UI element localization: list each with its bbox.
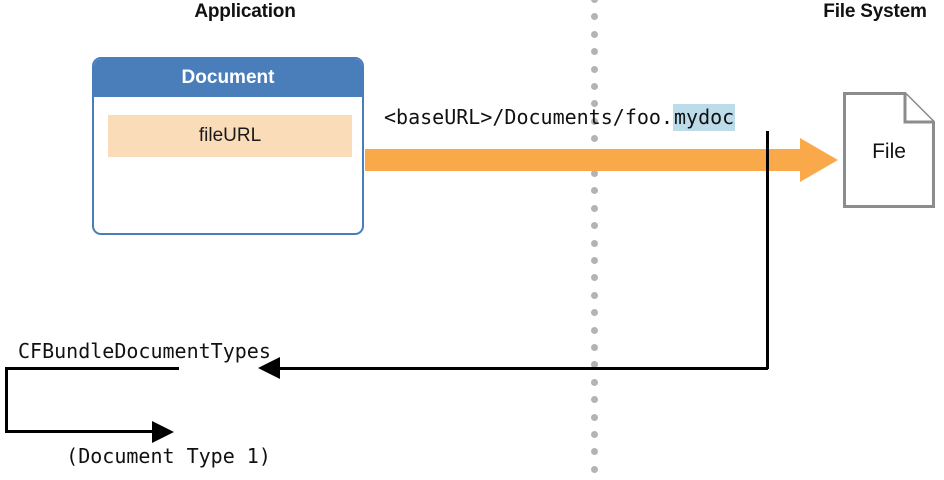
loop-connector-arrowhead-icon bbox=[152, 421, 174, 443]
divider-dot bbox=[591, 187, 598, 195]
plist-line-cfbundledocumenttypes: CFBundleDocumentTypes bbox=[18, 339, 271, 363]
divider-dot bbox=[591, 291, 598, 299]
file-icon-label: File bbox=[872, 140, 906, 163]
divider-dot bbox=[591, 344, 598, 351]
divider-dot bbox=[591, 0, 598, 3]
divider-dot bbox=[591, 257, 598, 264]
orange-arrow-shaft bbox=[365, 149, 802, 171]
file-path-text: <baseURL>/Documents/foo.mydoc bbox=[384, 103, 736, 131]
connector-vertical-from-path bbox=[766, 131, 769, 369]
divider-dot bbox=[591, 431, 598, 438]
divider-dot bbox=[591, 465, 598, 473]
dotted-divider bbox=[591, 0, 599, 480]
divider-dot bbox=[591, 326, 598, 334]
divider-dot bbox=[591, 65, 598, 73]
file-path-extension-highlight: mydoc bbox=[672, 104, 736, 131]
divider-dot bbox=[591, 170, 598, 177]
file-document-icon bbox=[843, 92, 935, 208]
divider-dot bbox=[591, 222, 598, 230]
connector-arrowhead-left-icon bbox=[258, 357, 280, 379]
divider-dot bbox=[591, 83, 598, 90]
divider-dot bbox=[591, 117, 598, 125]
divider-dot bbox=[591, 274, 598, 282]
divider-dot bbox=[591, 378, 598, 386]
divider-dot bbox=[591, 100, 598, 108]
connector-horizontal-to-mydoc bbox=[272, 367, 768, 370]
application-section-title: Application bbox=[194, 1, 296, 22]
document-box: Document fileURL bbox=[92, 57, 364, 235]
divider-dot bbox=[591, 135, 598, 143]
divider-dot bbox=[591, 48, 598, 56]
file-system-section-title: File System bbox=[823, 1, 927, 22]
plist-line-document-type-1: (Document Type 1) bbox=[18, 444, 271, 468]
loop-connector-left bbox=[5, 367, 8, 433]
divider-dot bbox=[591, 413, 598, 421]
divider-dot bbox=[591, 204, 598, 212]
document-box-title: Document bbox=[94, 59, 362, 97]
divider-dot bbox=[591, 13, 598, 21]
loop-connector-top bbox=[5, 367, 179, 370]
divider-dot bbox=[591, 309, 598, 317]
fileurl-property: fileURL bbox=[108, 115, 352, 157]
orange-arrow-head-icon bbox=[800, 138, 838, 182]
divider-dot bbox=[591, 30, 598, 38]
info-plist-listing: CFBundleDocumentTypes (Document Type 1) … bbox=[18, 264, 379, 480]
divider-dot bbox=[591, 361, 598, 369]
divider-dot bbox=[591, 396, 598, 404]
file-path-prefix: <baseURL>/Documents/foo. bbox=[384, 105, 673, 129]
loop-connector-bottom bbox=[5, 430, 153, 433]
divider-dot bbox=[591, 448, 598, 456]
divider-dot bbox=[591, 239, 598, 247]
